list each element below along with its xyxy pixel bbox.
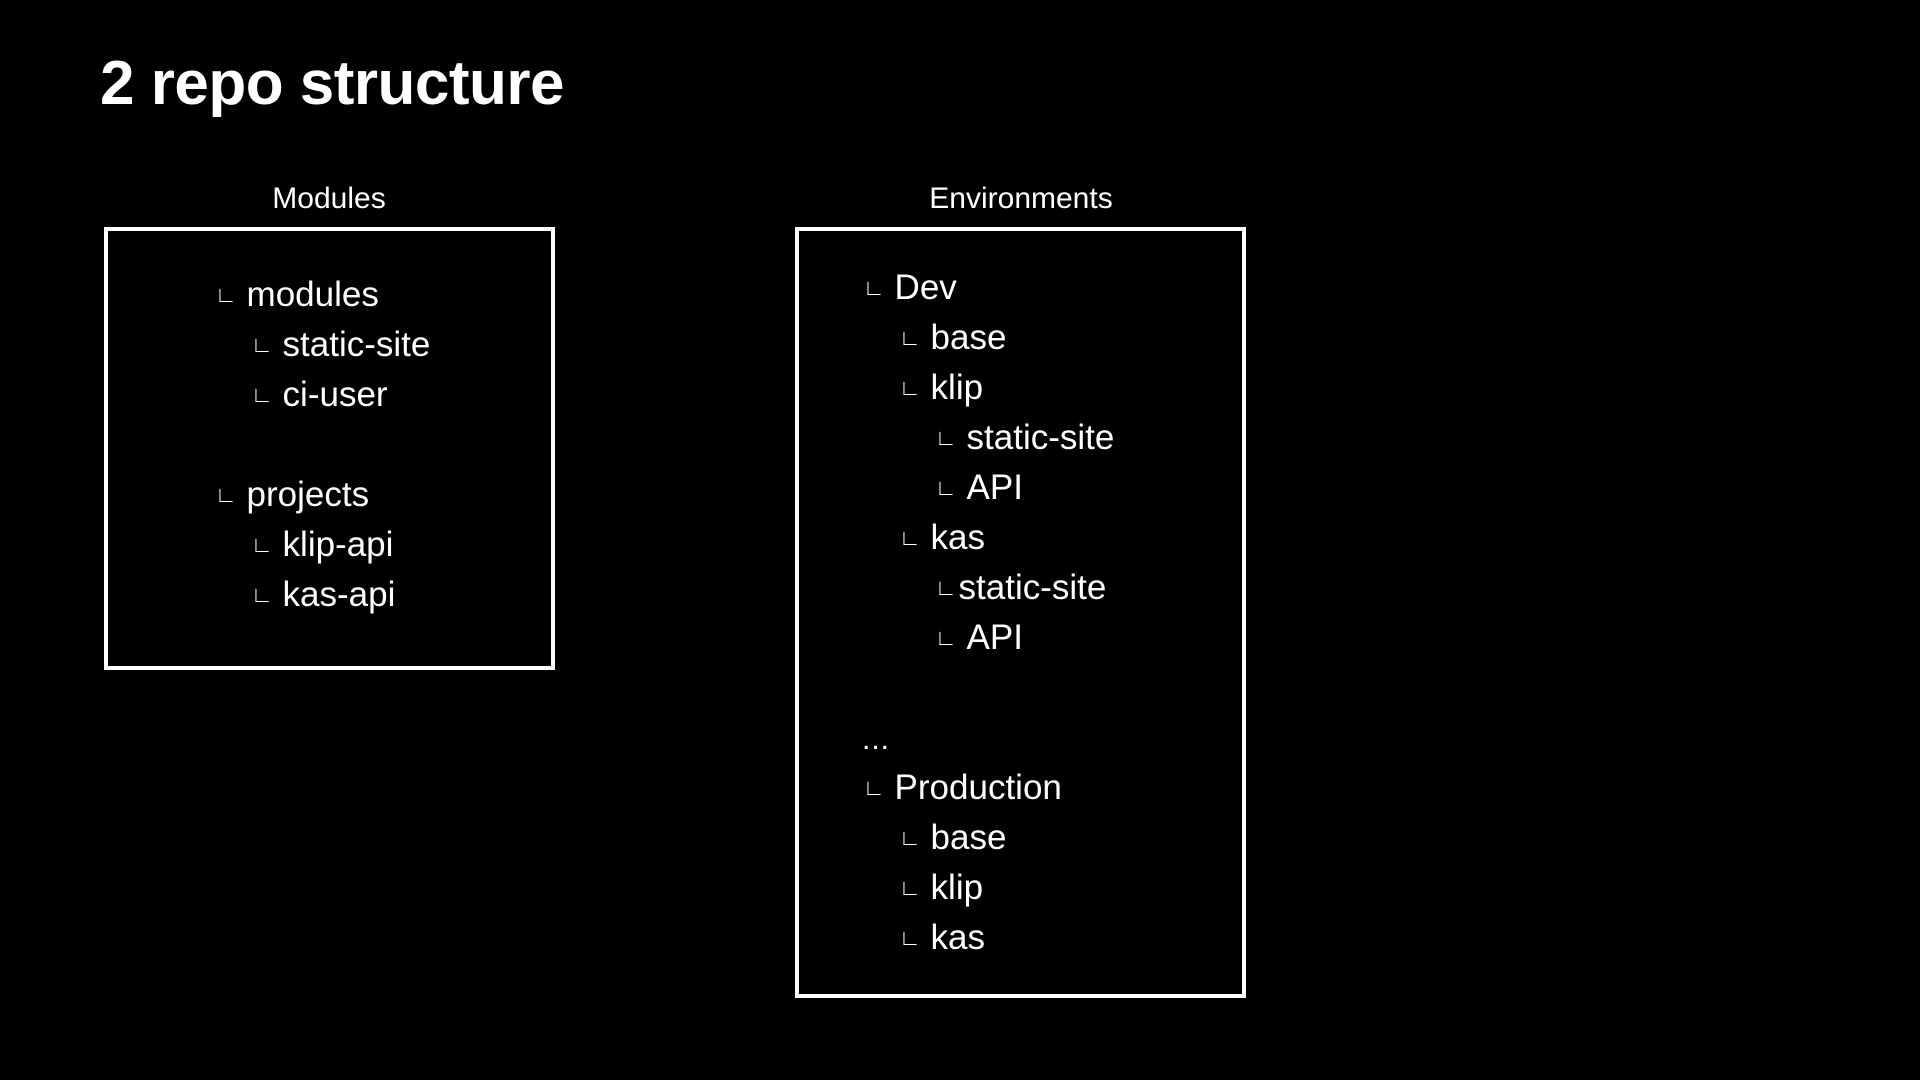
tree-item-label: kas-api xyxy=(282,575,396,614)
tree-connector-icon: ∟ xyxy=(215,282,237,307)
tree-item-label: projects xyxy=(246,475,370,514)
tree-item-label: klip xyxy=(930,868,984,907)
tree-item-label: static-site xyxy=(282,325,431,364)
tree-item-label: modules xyxy=(246,275,379,314)
tree-connector-icon: ∟ xyxy=(899,875,921,900)
tree-item: ∟ kas xyxy=(899,920,985,955)
tree-connector-icon: ∟ xyxy=(863,775,885,800)
tree-item-label: base xyxy=(930,818,1007,857)
tree-item-label: klip-api xyxy=(282,525,394,564)
tree-item-label: static-site xyxy=(958,568,1107,607)
tree-connector-icon: ∟ xyxy=(935,475,957,500)
tree-connector-icon: ∟ xyxy=(251,382,273,407)
tree-item: ∟ klip xyxy=(899,870,983,905)
tree-item-label: kas xyxy=(930,918,986,957)
tree-connector-icon: ∟ xyxy=(215,482,237,507)
tree-connector-icon: ∟ xyxy=(935,625,957,650)
tree-item: ∟ base xyxy=(899,820,1006,855)
modules-panel-caption: Modules xyxy=(272,182,386,215)
tree-connector-icon: ∟ xyxy=(899,825,921,850)
environments-panel-caption: Environments xyxy=(929,182,1113,215)
tree-item: ∟ kas xyxy=(899,520,985,555)
tree-item: ∟ ci-user xyxy=(251,377,388,412)
tree-item: ∟ API xyxy=(935,620,1023,655)
tree-connector-icon: ∟ xyxy=(251,582,273,607)
tree-item-label: static-site xyxy=(966,418,1115,457)
tree-item: ∟ klip-api xyxy=(251,527,393,562)
tree-item: ∟ API xyxy=(935,470,1023,505)
tree-item-label: API xyxy=(966,468,1023,507)
tree-item-label: kas xyxy=(930,518,986,557)
tree-item: ∟ static-site xyxy=(251,327,430,362)
tree-item-label: klip xyxy=(930,368,984,407)
tree-item-label: ci-user xyxy=(282,375,388,414)
tree-connector-icon: ∟ xyxy=(251,332,273,357)
tree-item: ∟static-site xyxy=(935,570,1106,605)
tree-connector-icon: ∟ xyxy=(899,375,921,400)
tree-item: ∟ Dev xyxy=(863,270,957,305)
tree-item-label: Production xyxy=(894,768,1062,807)
tree-item: ∟ klip xyxy=(899,370,983,405)
tree-connector-icon: ∟ xyxy=(899,325,921,350)
tree-item: ∟ projects xyxy=(215,477,369,512)
tree-item-label: Dev xyxy=(894,268,957,307)
ellipsis: ... xyxy=(862,723,891,756)
tree-item: ∟ Production xyxy=(863,770,1062,805)
tree-connector-icon: ∟ xyxy=(935,575,957,600)
tree-connector-icon: ∟ xyxy=(251,532,273,557)
environments-panel xyxy=(795,227,1246,998)
tree-item-label: API xyxy=(966,618,1023,657)
tree-item-label: base xyxy=(930,318,1007,357)
tree-item: ∟ base xyxy=(899,320,1006,355)
tree-item: ∟ modules xyxy=(215,277,379,312)
slide-title: 2 repo structure xyxy=(100,49,565,118)
tree-connector-icon: ∟ xyxy=(899,925,921,950)
tree-connector-icon: ∟ xyxy=(899,525,921,550)
modules-panel xyxy=(104,227,555,670)
tree-item: ∟ static-site xyxy=(935,420,1114,455)
tree-connector-icon: ∟ xyxy=(935,425,957,450)
tree-item: ∟ kas-api xyxy=(251,577,395,612)
tree-connector-icon: ∟ xyxy=(863,275,885,300)
